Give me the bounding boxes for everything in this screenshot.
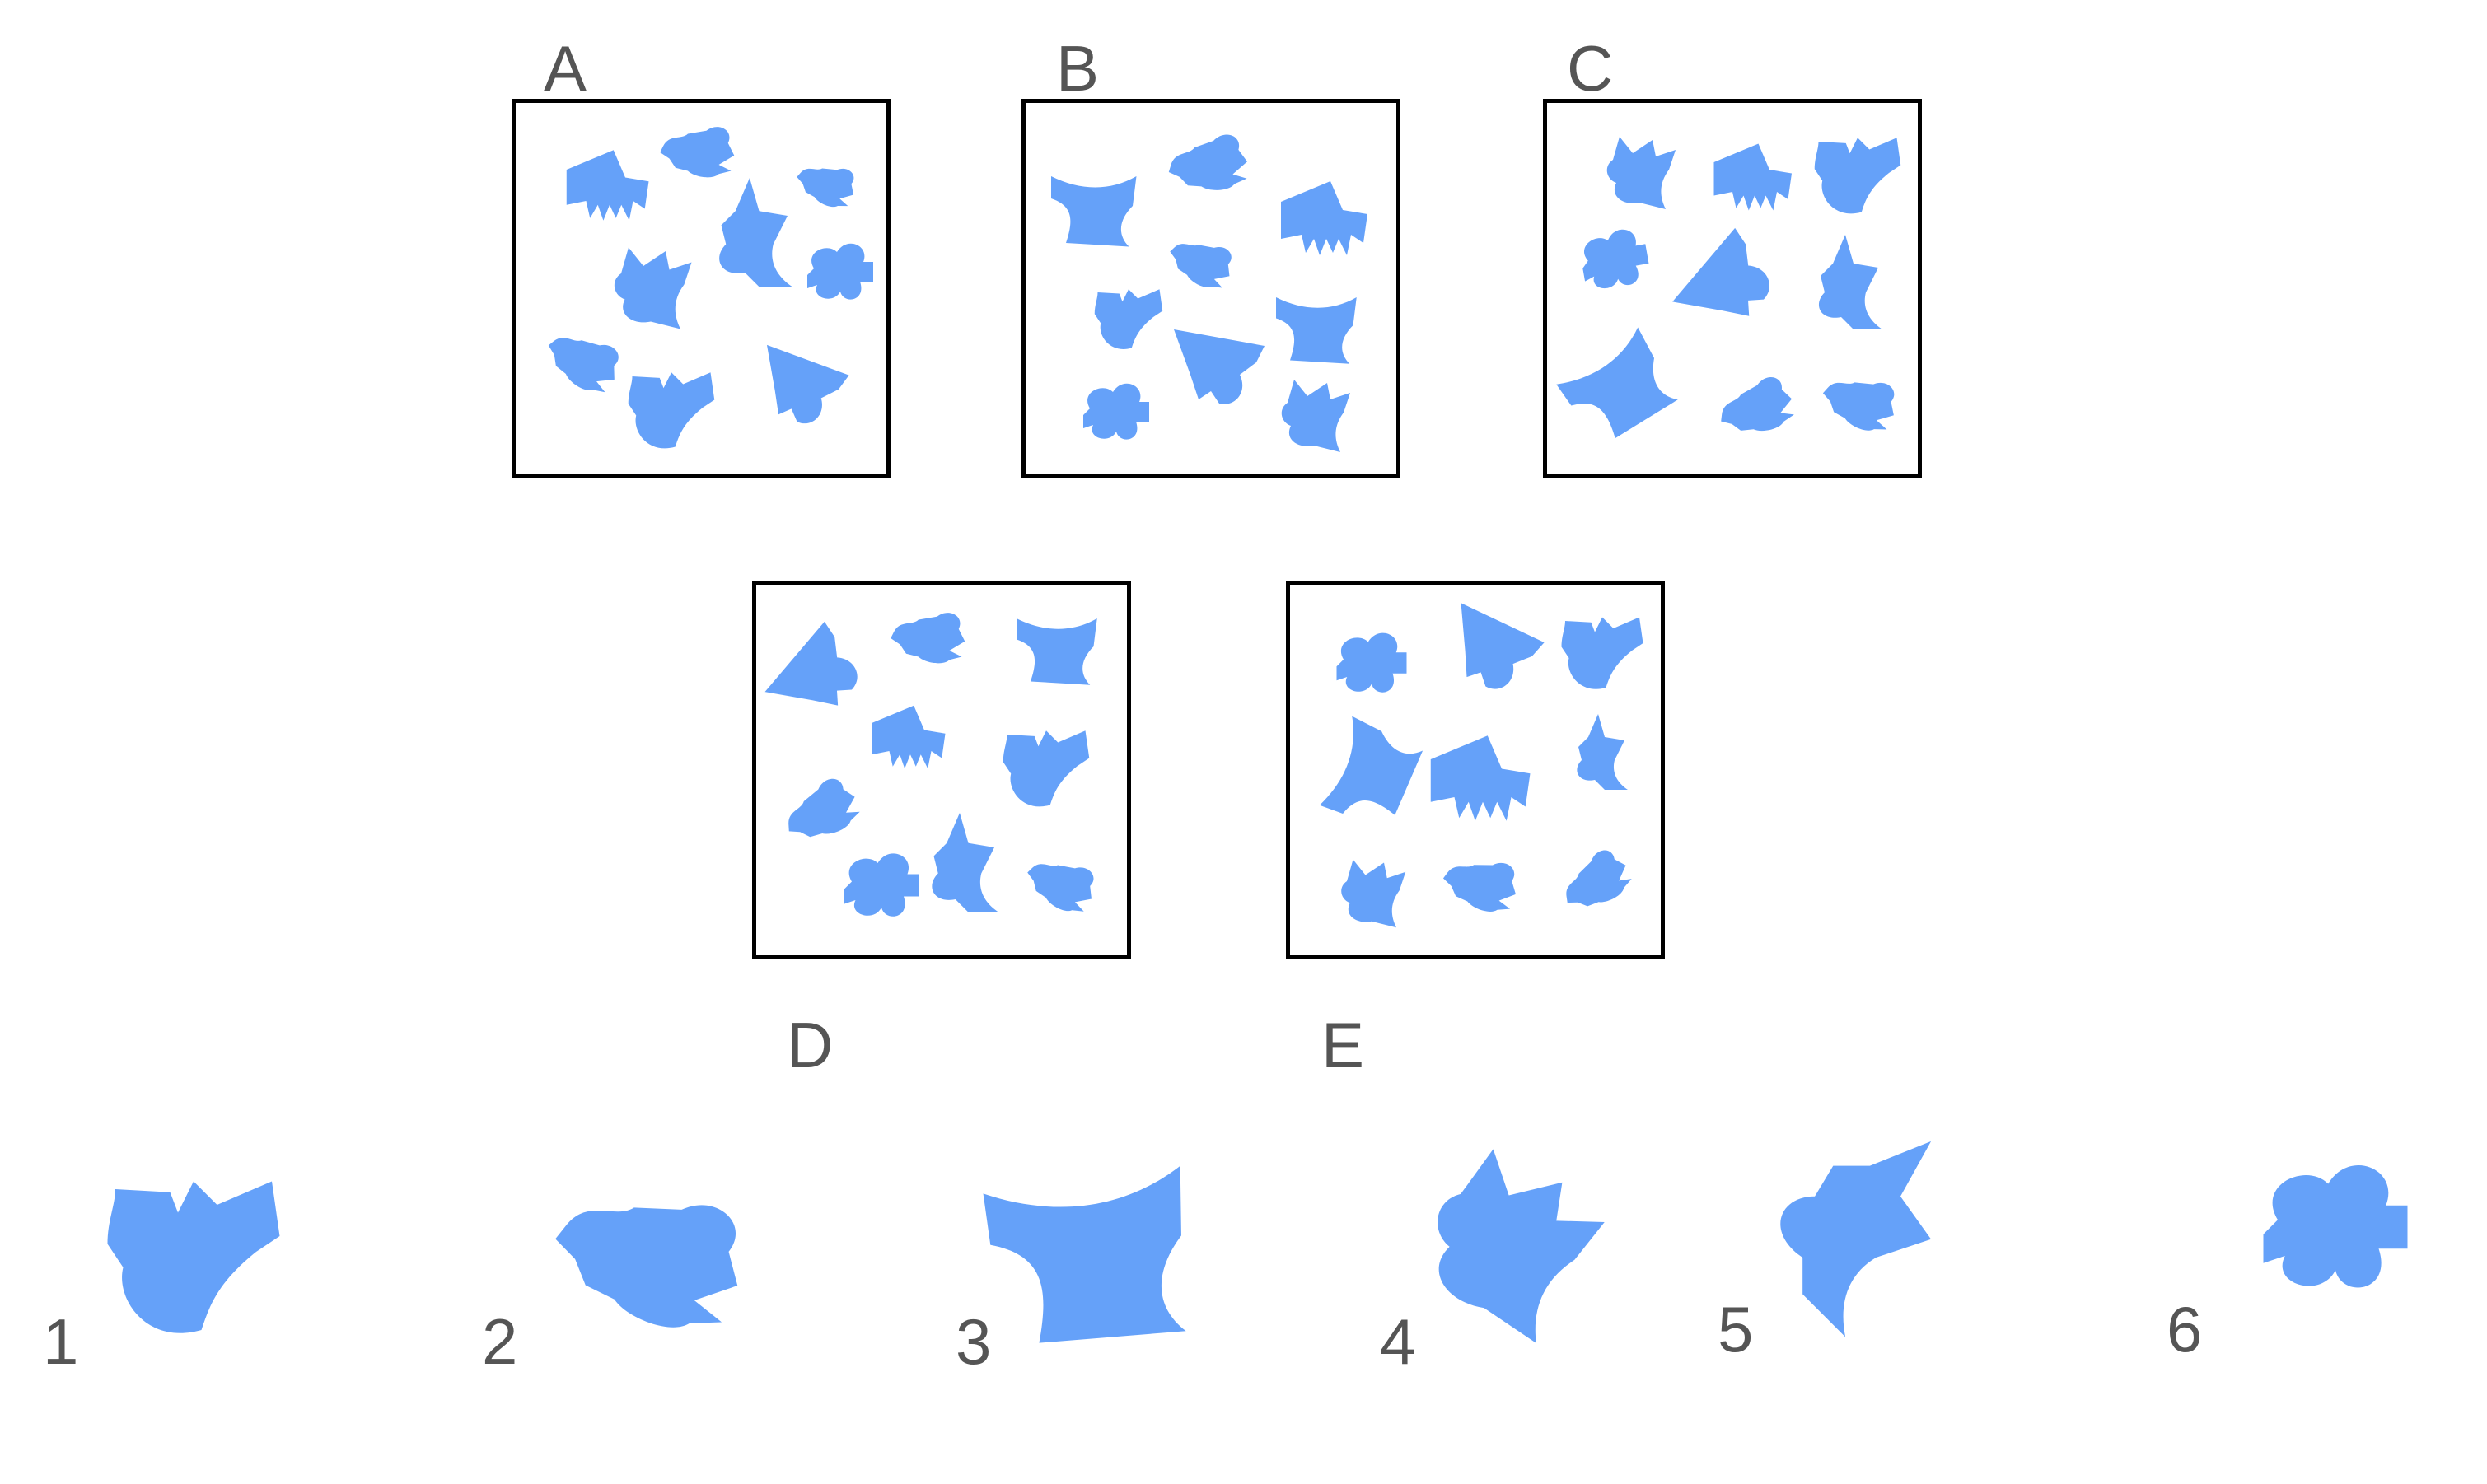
option-label-5: 5 — [1718, 1293, 1754, 1365]
option-5-piece — [1751, 1102, 1986, 1337]
panel-label-a: A — [544, 32, 587, 105]
panel-label-b: B — [1056, 32, 1100, 105]
option-3-piece — [983, 1165, 1204, 1356]
panel-b-pieces — [1051, 131, 1367, 452]
option-1-piece — [107, 1181, 280, 1333]
option-label-3: 3 — [956, 1305, 992, 1378]
option-label-6: 6 — [2167, 1293, 2203, 1365]
panel-label-e: E — [1321, 1009, 1365, 1081]
option-pieces — [107, 1102, 2408, 1356]
option-label-1: 1 — [43, 1305, 79, 1378]
option-6-piece — [2263, 1165, 2408, 1288]
option-4-piece — [1408, 1139, 1615, 1351]
panel-c-pieces — [1556, 137, 1901, 452]
option-label-4: 4 — [1380, 1305, 1416, 1378]
option-2-piece — [542, 1175, 753, 1340]
panel-a-pieces — [537, 127, 873, 449]
panel-d-pieces — [764, 613, 1101, 918]
option-label-2: 2 — [482, 1305, 518, 1378]
panel-label-c: C — [1567, 32, 1614, 105]
panel-e-pieces — [1319, 603, 1643, 928]
panel-label-d: D — [787, 1009, 834, 1081]
